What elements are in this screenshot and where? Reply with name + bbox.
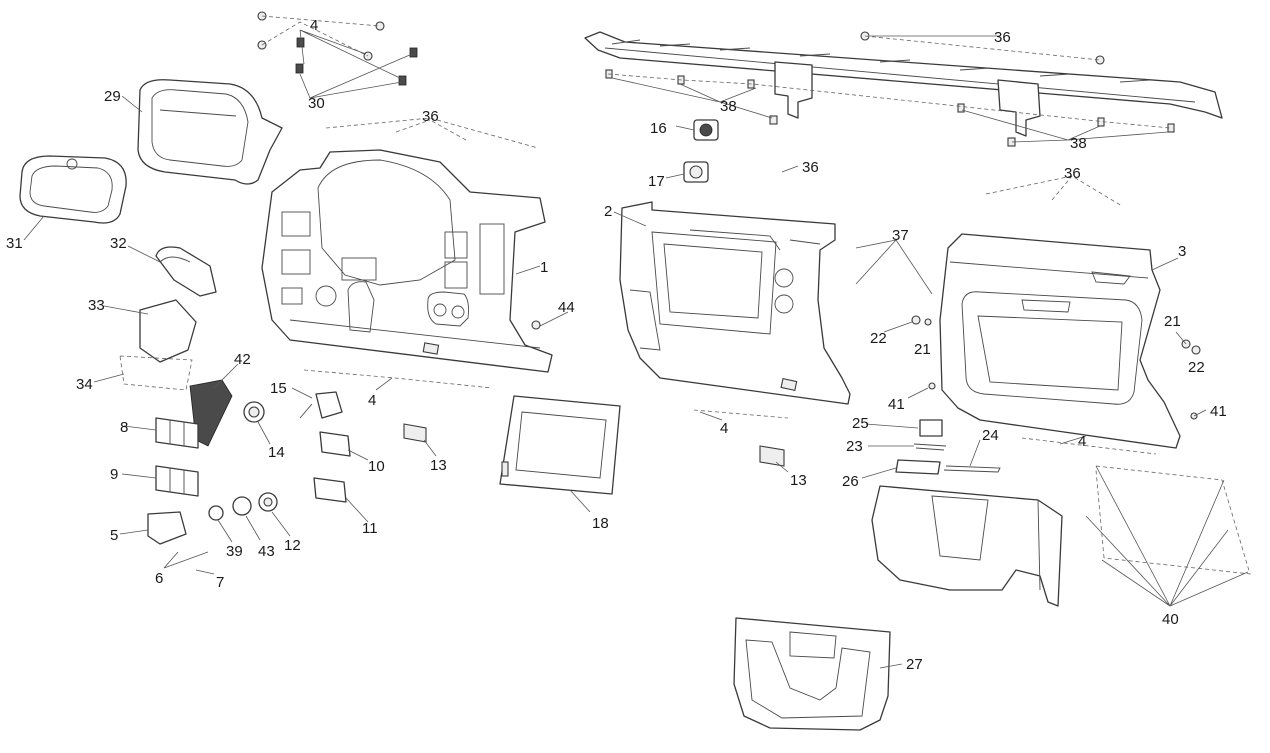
callout-44: 44 xyxy=(558,299,575,316)
callout-13-right: 13 xyxy=(790,472,807,489)
callout-24: 24 xyxy=(982,427,999,444)
callout-33: 33 xyxy=(88,297,105,314)
callout-31: 31 xyxy=(6,235,23,252)
callout-32: 32 xyxy=(110,235,127,252)
callout-43: 43 xyxy=(258,543,275,560)
callout-2: 2 xyxy=(604,203,612,220)
callout-25: 25 xyxy=(852,415,869,432)
callout-8: 8 xyxy=(120,419,128,436)
callout-3: 3 xyxy=(1178,243,1186,260)
callout-1: 1 xyxy=(540,259,548,276)
glove-box xyxy=(871,485,1063,607)
callout-41-left: 41 xyxy=(888,396,905,413)
callout-38-left: 38 xyxy=(720,98,737,115)
callout-36-top: 36 xyxy=(994,29,1011,46)
callout-13-left: 13 xyxy=(430,457,447,474)
callout-9: 9 xyxy=(110,466,118,483)
callout-34: 34 xyxy=(76,376,93,393)
callout-4-right: 4 xyxy=(1078,433,1086,450)
callout-21-left: 21 xyxy=(914,341,931,358)
callout-4-mid: 4 xyxy=(720,420,728,437)
instrument-bezel-29 xyxy=(137,79,283,185)
callout-14: 14 xyxy=(268,444,285,461)
callout-37: 37 xyxy=(892,227,909,244)
callout-5: 5 xyxy=(110,527,118,544)
callout-17: 17 xyxy=(648,173,665,190)
dash-panel-2 xyxy=(619,201,851,405)
callout-4-left: 4 xyxy=(368,392,376,409)
callout-26: 26 xyxy=(842,473,859,490)
callout-4-top: 4 xyxy=(310,17,318,34)
callout-21-right: 21 xyxy=(1164,313,1181,330)
callout-11: 11 xyxy=(362,520,378,537)
callout-23: 23 xyxy=(846,438,863,455)
callout-40: 40 xyxy=(1162,611,1179,628)
callout-39: 39 xyxy=(226,543,243,560)
callout-12: 12 xyxy=(284,537,301,554)
screw-dash-lines xyxy=(119,15,1251,575)
left-components xyxy=(139,246,785,545)
callout-36-left: 36 xyxy=(422,108,439,125)
callout-22-left: 22 xyxy=(870,330,887,347)
right-components xyxy=(531,119,1201,475)
top-small-screws xyxy=(257,11,418,86)
callout-36-mid: 36 xyxy=(802,159,819,176)
callout-7: 7 xyxy=(216,574,224,591)
callout-6: 6 xyxy=(155,570,163,587)
main-dash-panel-1 xyxy=(261,149,553,373)
callout-27: 27 xyxy=(906,656,923,673)
callout-42: 42 xyxy=(234,351,251,368)
callout-29: 29 xyxy=(104,88,121,105)
callout-41-right: 41 xyxy=(1210,403,1227,420)
display-screen-18 xyxy=(499,395,621,495)
callout-15: 15 xyxy=(270,380,287,397)
leader-lines xyxy=(23,29,1249,669)
callout-30: 30 xyxy=(308,95,325,112)
lower-cover-27 xyxy=(733,617,891,731)
callout-18: 18 xyxy=(592,515,609,532)
dash-top-trim-rail xyxy=(584,31,1223,137)
callout-10: 10 xyxy=(368,458,385,475)
dash-panel-3 xyxy=(939,233,1181,449)
callout-38-right: 38 xyxy=(1070,135,1087,152)
callout-36-right: 36 xyxy=(1064,165,1081,182)
callout-labels: 1 2 3 4 4 4 4 5 6 7 8 9 10 11 12 13 13 1… xyxy=(6,17,1227,673)
callout-16: 16 xyxy=(650,120,667,137)
instrument-cluster-31 xyxy=(19,155,127,224)
callout-22-right: 22 xyxy=(1188,359,1205,376)
